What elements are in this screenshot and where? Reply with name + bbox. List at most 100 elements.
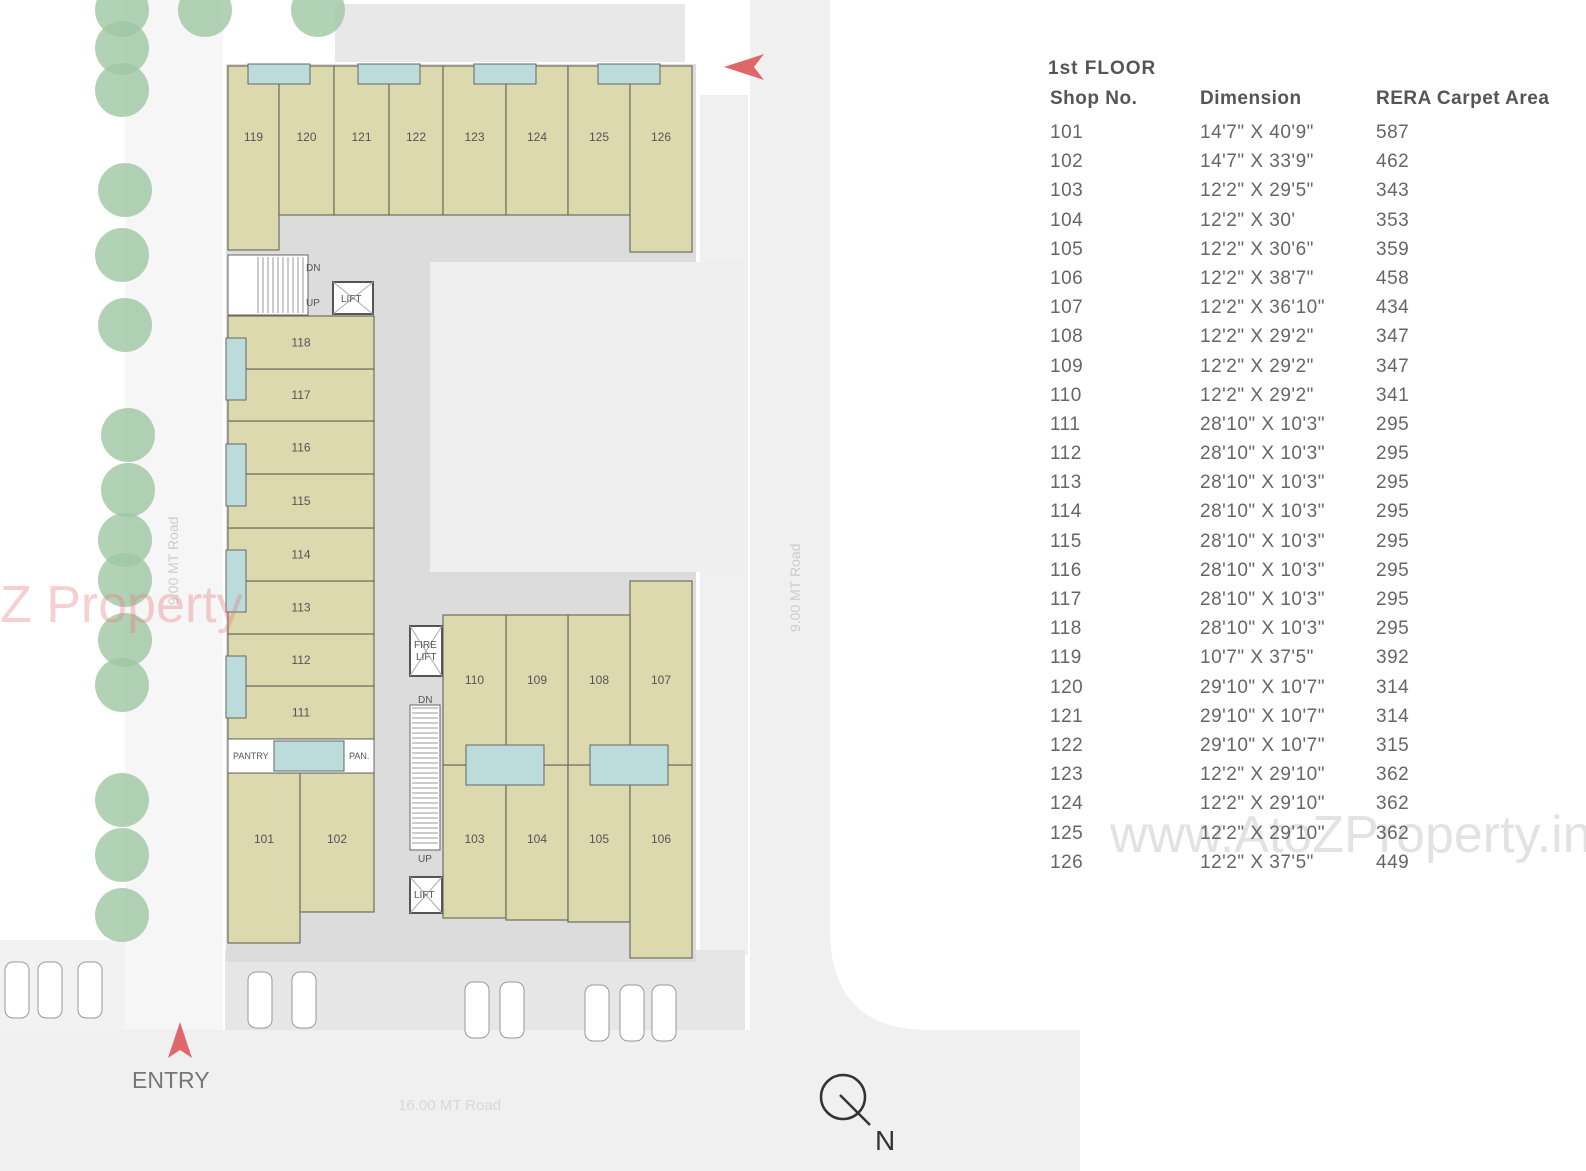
- car-icon: [651, 984, 677, 1042]
- cell-carpet-area: 362: [1376, 793, 1410, 815]
- toilet-block: [225, 337, 247, 401]
- car-icon: [499, 981, 525, 1039]
- shop-label: 116: [291, 441, 310, 455]
- cell-dimension: 28'10" X 10'3": [1200, 501, 1325, 523]
- cell-shop-no: 117: [1050, 589, 1082, 610]
- cell-carpet-area: 458: [1376, 267, 1410, 289]
- shop-area: [629, 580, 693, 766]
- shop-area: [442, 614, 507, 766]
- tree-icon: [95, 228, 149, 282]
- cell-carpet-area: 295: [1376, 618, 1410, 640]
- shop-label: 103: [464, 832, 484, 846]
- shop-area: [227, 772, 301, 944]
- shop-label: 106: [651, 832, 671, 846]
- cell-shop-no: 105: [1050, 238, 1084, 260]
- shop-area: [227, 420, 375, 475]
- table-header: Shop No. Dimension RERA Carpet Area: [1048, 88, 1576, 122]
- cell-dimension: 12'2" X 29'5": [1200, 180, 1314, 202]
- shop-label: 101: [254, 832, 274, 846]
- header-carpet-area: RERA Carpet Area: [1376, 88, 1550, 109]
- tree-icon: [95, 63, 149, 117]
- cell-shop-no: 103: [1050, 180, 1084, 202]
- cell-carpet-area: 587: [1376, 122, 1410, 143]
- cell-dimension: 12'2" X 30': [1200, 209, 1296, 231]
- cell-carpet-area: 295: [1376, 413, 1410, 435]
- shop-area: [629, 65, 693, 253]
- cell-shop-no: 126: [1050, 851, 1084, 873]
- cell-shop-no: 119: [1050, 647, 1082, 669]
- cell-shop-no: 114: [1050, 501, 1082, 523]
- cell-dimension: 12'2" X 30'6": [1200, 238, 1314, 260]
- shop-105: 105: [567, 764, 631, 923]
- car-icon: [464, 981, 490, 1039]
- shop-label: 122: [406, 130, 426, 144]
- cell-dimension: 12'2" X 37'5": [1200, 851, 1314, 873]
- shop-label: 124: [527, 130, 547, 144]
- shop-125: 125: [567, 65, 631, 216]
- cell-dimension: 10'7" X 37'5": [1200, 647, 1314, 669]
- cell-carpet-area: 295: [1376, 443, 1410, 465]
- shop-area: [388, 65, 444, 216]
- car-icon: [619, 984, 645, 1042]
- toilet-block: [473, 63, 537, 85]
- shop-area: [442, 764, 507, 919]
- shop-label: 123: [464, 130, 484, 144]
- shop-area: [505, 614, 569, 766]
- shop-label: 112: [291, 653, 310, 667]
- shop-area: [442, 65, 507, 216]
- stair-dn-label: DN: [418, 695, 432, 706]
- road-right-label: 9.00 MT Road: [787, 544, 803, 632]
- shop-114: 114: [227, 527, 375, 582]
- shop-label: 118: [291, 336, 310, 350]
- cell-dimension: 28'10" X 10'3": [1200, 589, 1325, 610]
- cell-carpet-area: 341: [1376, 384, 1410, 406]
- shop-label: 107: [651, 673, 671, 687]
- tree-icon: [101, 408, 155, 462]
- shop-123: 123: [442, 65, 507, 216]
- tree-icon: [95, 888, 149, 942]
- toilet-block: [247, 63, 311, 85]
- lift-cross: [332, 281, 374, 315]
- shop-label: 117: [291, 388, 310, 402]
- tree-icon: [95, 658, 149, 712]
- compass-icon: [819, 1073, 867, 1121]
- cell-dimension: 12'2" X 29'10": [1200, 764, 1325, 786]
- cell-carpet-area: 362: [1376, 764, 1410, 786]
- cell-carpet-area: 295: [1376, 501, 1410, 523]
- cell-carpet-area: 343: [1376, 180, 1410, 202]
- road-left-label: 9.00 MT Road: [165, 517, 181, 605]
- shop-120: 120: [278, 65, 335, 216]
- shop-113: 113: [227, 580, 375, 635]
- cell-shop-no: 110: [1050, 384, 1082, 406]
- car-icon: [247, 971, 273, 1029]
- cell-carpet-area: 434: [1376, 297, 1410, 319]
- table-row: 103 12'2" X 29'5" 343: [1048, 180, 1576, 209]
- cell-shop-no: 109: [1050, 355, 1084, 377]
- shop-label: 104: [527, 832, 547, 846]
- shop-area: [227, 580, 375, 635]
- cell-shop-no: 120: [1050, 676, 1084, 698]
- toilet-block: [225, 549, 247, 613]
- cell-shop-no: 125: [1050, 822, 1084, 844]
- direction-arrow-icon: [724, 54, 764, 80]
- shop-126: 126: [629, 65, 693, 253]
- shop-label: 111: [292, 706, 311, 720]
- floor-title: 1st FLOOR: [1048, 58, 1157, 79]
- shop-area: [299, 772, 375, 913]
